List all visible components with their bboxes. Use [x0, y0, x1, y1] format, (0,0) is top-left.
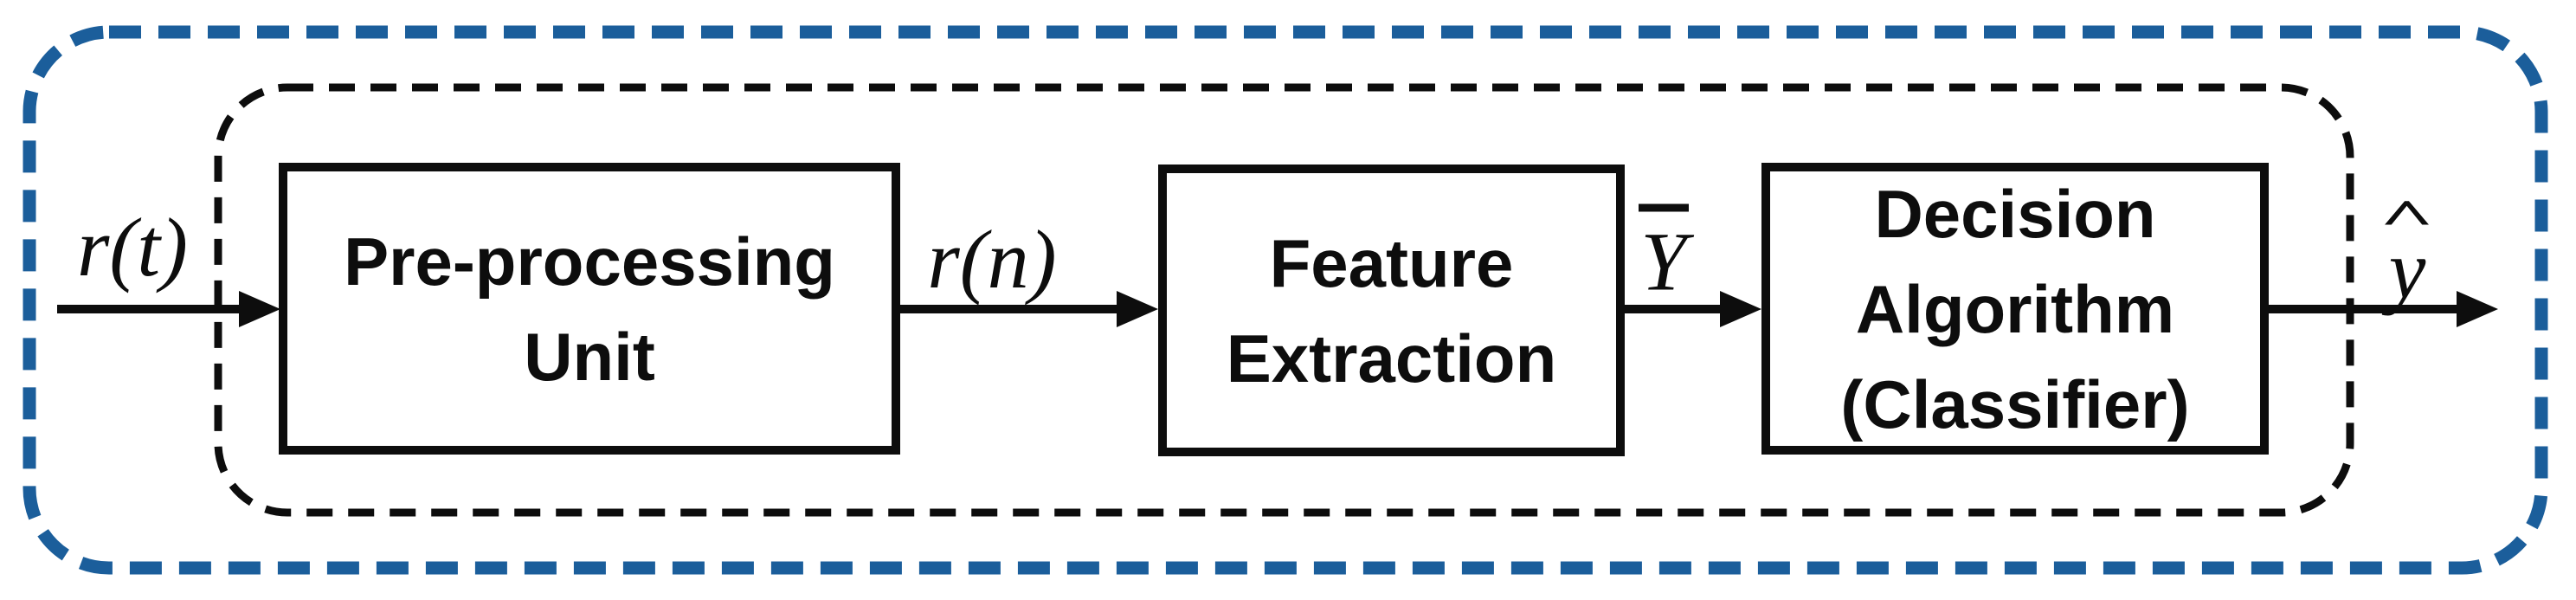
arrow-output-head	[2457, 291, 2498, 327]
block-decision-line-2: Algorithm	[1855, 270, 2175, 347]
label-feature-vector: Y	[1639, 203, 1689, 308]
arrow-feature-to-decision	[1625, 291, 1761, 327]
block-decision-line-1: Decision	[1874, 175, 2156, 252]
block-feature-extraction: Feature Extraction	[1158, 165, 1625, 456]
outer-dashed-boundary	[23, 25, 2548, 575]
arrow-input	[57, 291, 280, 327]
input-signal-text: r(t)	[77, 201, 188, 294]
arrow-input-head	[239, 291, 280, 327]
label-input-signal: r(t)	[77, 206, 188, 289]
block-preprocessing-line-2: Unit	[524, 318, 655, 395]
label-output-estimate: ^ y	[2380, 192, 2435, 316]
arrow-preprocessing-to-feature	[900, 291, 1158, 327]
inner-dashed-boundary	[214, 83, 2354, 517]
sampled-signal-text: r(n)	[927, 213, 1057, 306]
macron-bar	[1639, 203, 1689, 212]
label-sampled-signal: r(n)	[927, 218, 1056, 301]
block-feature-line-1: Feature	[1269, 224, 1514, 301]
arrow-output	[2269, 291, 2498, 327]
block-preprocessing-unit: Pre-processing Unit	[279, 163, 900, 455]
block-preprocessing-line-1: Pre-processing	[344, 223, 835, 300]
block-decision-line-3: (Classifier)	[1840, 365, 2190, 442]
hat-accent: ^	[2379, 189, 2436, 246]
arrow-preprocessing-head	[1117, 291, 1158, 327]
block-decision-algorithm: Decision Algorithm (Classifier)	[1761, 163, 2269, 455]
block-feature-line-2: Extraction	[1226, 319, 1557, 397]
feature-vector-text: Y	[1640, 215, 1687, 308]
arrow-feature-head	[1720, 291, 1761, 327]
output-estimate-text: y	[2388, 223, 2426, 316]
